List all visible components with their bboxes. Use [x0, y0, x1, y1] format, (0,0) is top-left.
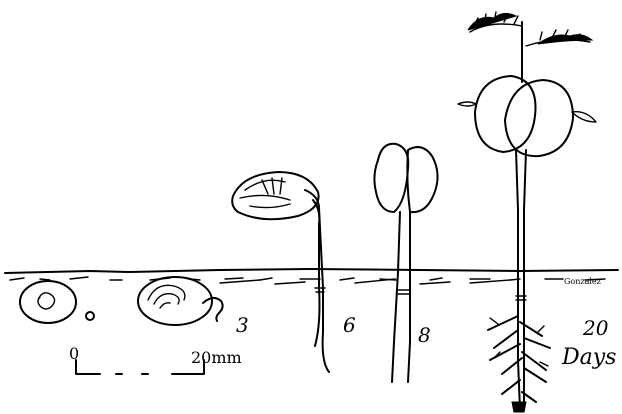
seedling-stage-6: [232, 172, 329, 372]
seed-stage-0: [20, 281, 94, 323]
soil-surface-line: [5, 269, 618, 284]
days-unit-label: Days: [562, 347, 616, 369]
scale-bar-start-label: 0: [69, 346, 79, 362]
artist-signature: Gonzalez: [564, 278, 601, 286]
scale-bar-end-label: 20mm: [191, 350, 242, 366]
stage-label-6: 6: [343, 315, 356, 335]
stage-label-3: 3: [236, 315, 249, 335]
stage-label-20: 20: [583, 318, 608, 338]
scale-bar: [76, 360, 204, 374]
stage-label-8: 8: [418, 325, 431, 345]
seed-stage-3: [138, 277, 223, 325]
